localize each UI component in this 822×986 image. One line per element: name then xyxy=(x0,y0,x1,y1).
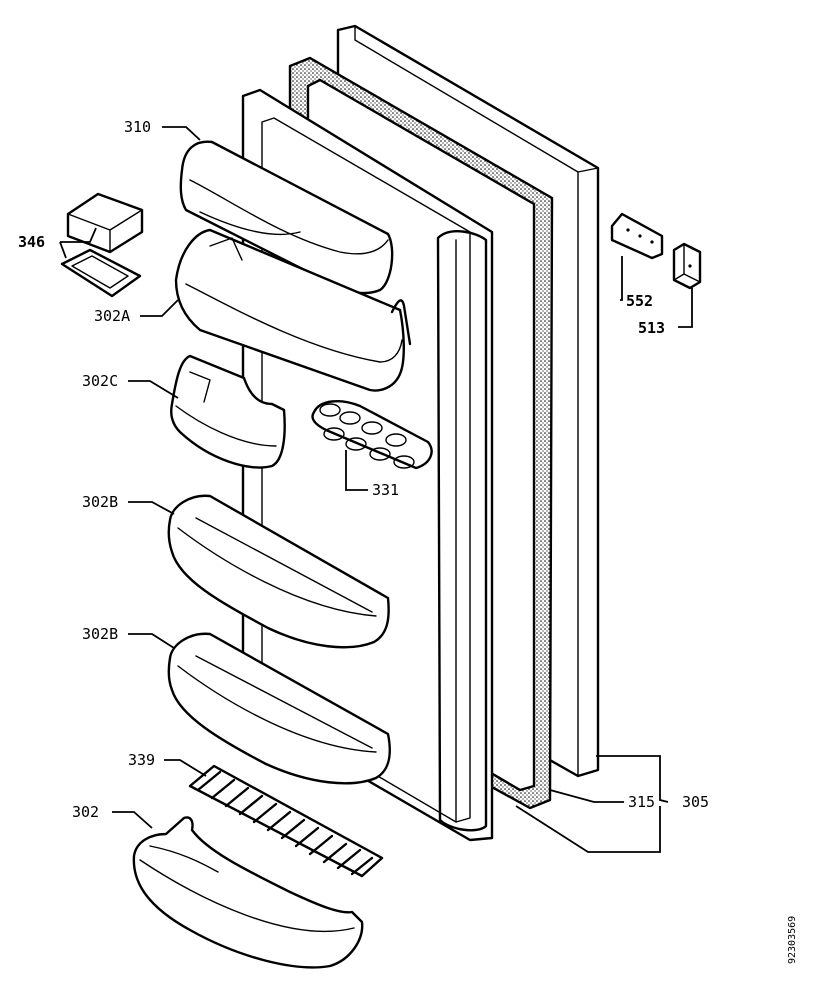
egg-holder-331 xyxy=(311,400,433,470)
box-346 xyxy=(60,192,144,298)
label-305: 305 xyxy=(682,793,709,811)
shelf-310 xyxy=(179,140,394,295)
document-id: 92303569 xyxy=(787,916,798,964)
label-302: 302 xyxy=(72,803,99,821)
bracket-513 xyxy=(672,242,702,290)
label-302A: 302A xyxy=(94,307,130,325)
label-302C: 302C xyxy=(82,372,118,390)
label-331: 331 xyxy=(372,481,399,499)
shelf-302B-lower xyxy=(167,632,391,785)
label-346: 346 xyxy=(18,233,45,251)
grille-339 xyxy=(188,764,384,878)
leader-lines xyxy=(59,126,693,853)
label-310: 310 xyxy=(124,118,151,136)
label-302B-lower: 302B xyxy=(82,625,118,643)
shelf-302B-upper xyxy=(167,494,390,649)
hinge-plate-552 xyxy=(610,212,664,260)
shelf-302A xyxy=(174,228,412,392)
shelf-302-bottom xyxy=(132,816,364,969)
label-513: 513 xyxy=(638,319,665,337)
label-315: 315 xyxy=(628,793,655,811)
label-339: 339 xyxy=(128,751,155,769)
label-552: 552 xyxy=(626,292,653,310)
label-302B-upper: 302B xyxy=(82,493,118,511)
shelf-302C xyxy=(170,354,286,469)
